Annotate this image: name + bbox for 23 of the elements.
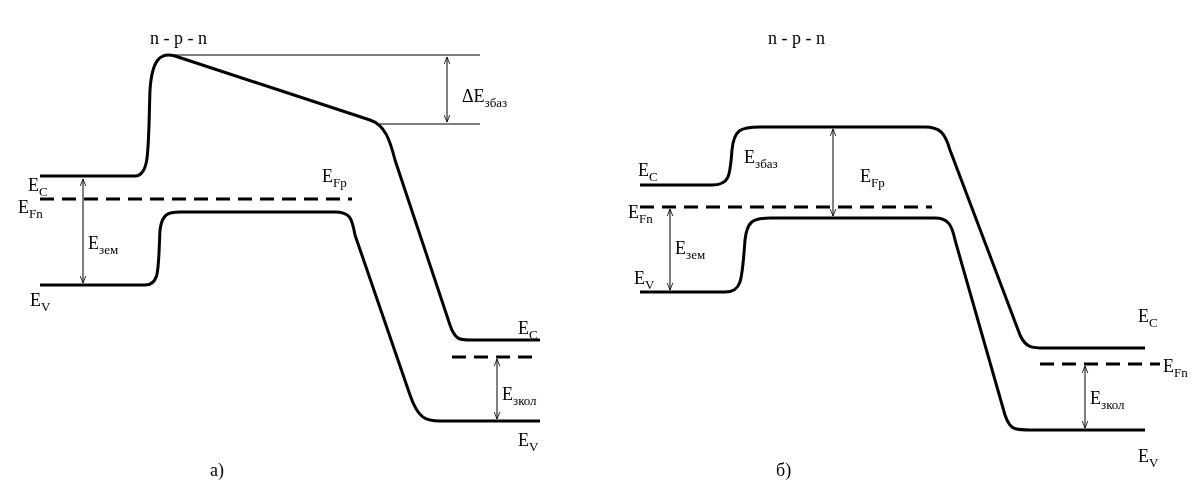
structure-label: n - p - n: [150, 28, 207, 48]
structure-label: n - p - n: [768, 28, 825, 48]
band-label: E$_{Fn}$: [628, 202, 653, 228]
band-label: E$_{C}$: [518, 318, 538, 344]
band-label: E$_{V}$: [30, 290, 51, 316]
band-label: E$_{Fp}$: [322, 166, 347, 192]
band-label: E$_{V}$: [1138, 446, 1159, 472]
band-label: E$_{Fp}$: [860, 166, 885, 192]
band-label: E$_{зкол}$: [1090, 388, 1125, 414]
band-label: E$_{збаз}$: [744, 147, 778, 173]
band-label: E$_{зем}$: [88, 233, 119, 259]
band-label: E$_{V}$: [634, 268, 655, 294]
band-label: E$_{V}$: [518, 430, 539, 456]
band-label: ΔE$_{збаз}$: [462, 86, 508, 112]
band-label: E$_{Fn}$: [18, 197, 43, 223]
band-label: E$_{Fn}$: [1163, 356, 1188, 382]
panel-label: а): [210, 460, 224, 480]
band-label: E$_{C}$: [1138, 306, 1158, 332]
band-label: E$_{C}$: [638, 160, 658, 186]
band-label: E$_{зкол}$: [502, 384, 537, 410]
band-label: E$_{C}$: [28, 175, 48, 200]
band-label: E$_{зем}$: [675, 238, 706, 264]
panel-label: б): [776, 460, 792, 480]
